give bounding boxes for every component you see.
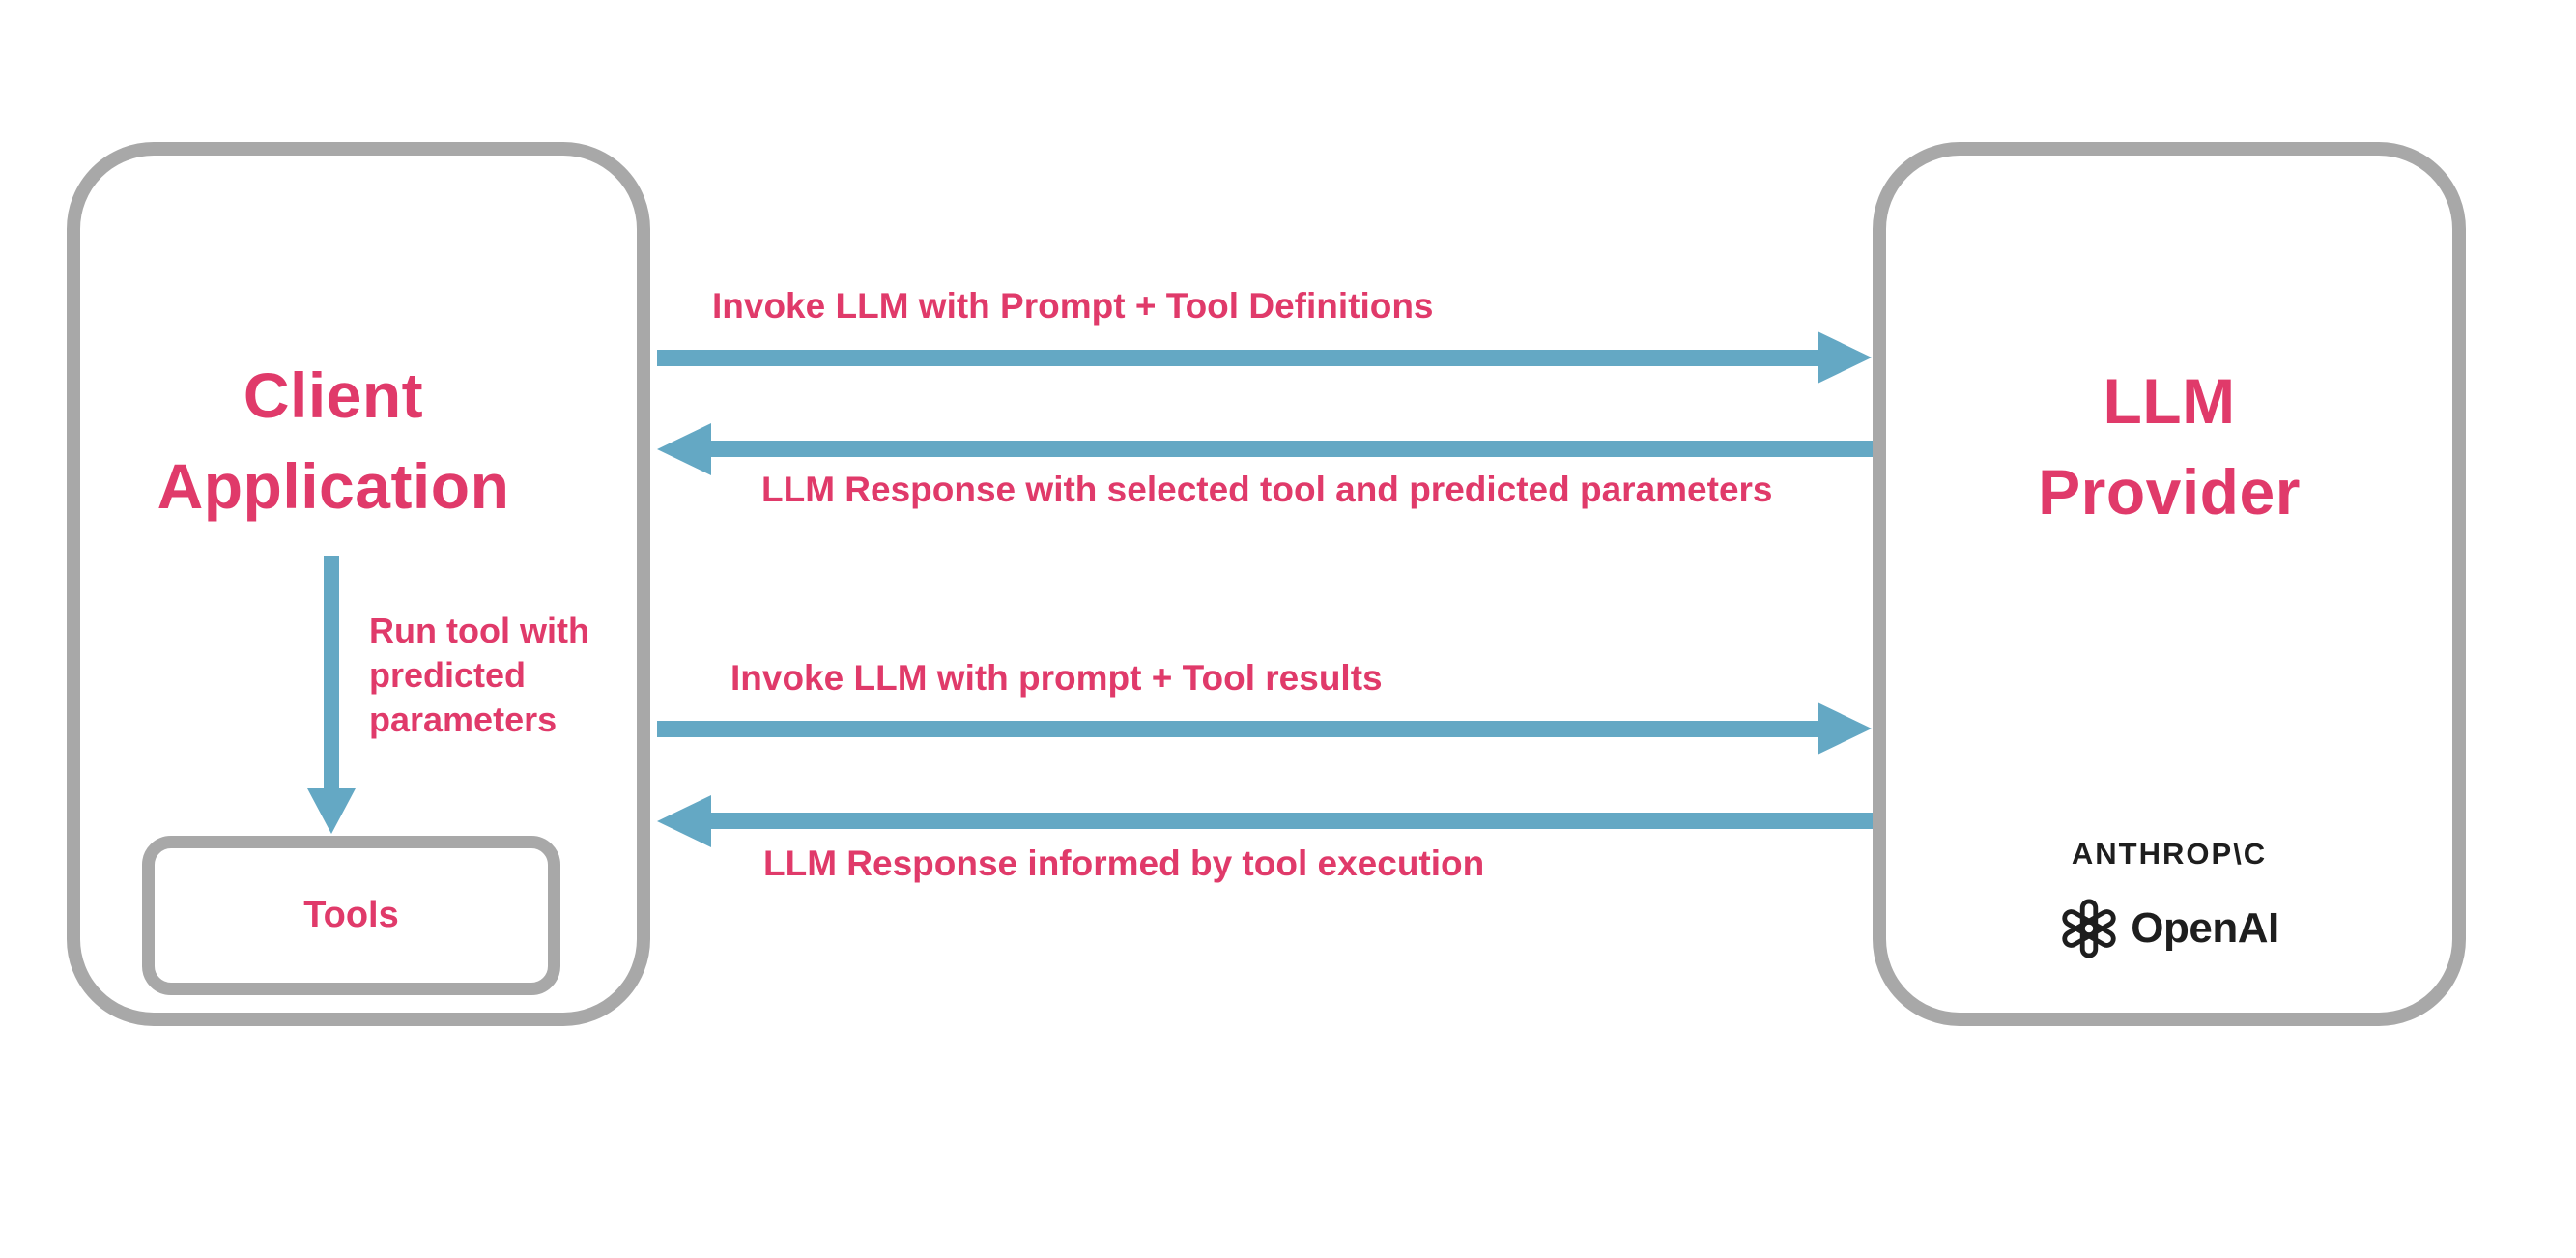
run-tool-label-line3: parameters — [369, 700, 558, 739]
provider-title-line1: LLM — [2103, 365, 2236, 437]
arrow-response-selected-head — [657, 423, 711, 475]
arrow-response-informed-body — [711, 813, 1873, 829]
message-label-invoke-results: Invoke LLM with prompt + Tool results — [730, 658, 1383, 698]
client-title-line1: Client — [243, 359, 424, 431]
run-tool-label-line1: Run tool with — [369, 611, 589, 650]
openai-icon — [2062, 899, 2116, 958]
tools-box: Tools — [142, 836, 560, 995]
run-tool-label: Run tool with predicted parameters — [369, 609, 589, 742]
arrow-invoke-definitions-head — [1818, 331, 1872, 384]
run-tool-arrow-shaft — [324, 556, 339, 789]
client-title-line2: Application — [157, 450, 510, 522]
client-application-title: Client Application — [58, 350, 609, 531]
arrow-invoke-results-body — [657, 721, 1818, 737]
anthropic-logo: ANTHROP\C — [2071, 837, 2268, 871]
message-label-invoke-definitions: Invoke LLM with Prompt + Tool Definition… — [712, 286, 1434, 326]
tools-box-label: Tools — [303, 895, 399, 935]
openai-logo-text: OpenAI — [2131, 904, 2279, 952]
arrow-invoke-definitions-body — [657, 350, 1818, 366]
message-label-response-selected: LLM Response with selected tool and pred… — [761, 470, 1773, 509]
run-tool-arrow-head — [307, 788, 356, 834]
run-tool-label-line2: predicted — [369, 655, 527, 695]
provider-title-line2: Provider — [2038, 456, 2301, 528]
llm-provider-box — [1873, 142, 2466, 1026]
message-label-response-informed: LLM Response informed by tool execution — [763, 843, 1485, 883]
openai-logo: OpenAI — [1873, 899, 2466, 958]
arrow-response-selected-body — [711, 441, 1873, 457]
llm-provider-title: LLM Provider — [1873, 356, 2466, 537]
arrow-invoke-results-head — [1818, 702, 1872, 755]
arrow-response-informed-head — [657, 795, 711, 847]
